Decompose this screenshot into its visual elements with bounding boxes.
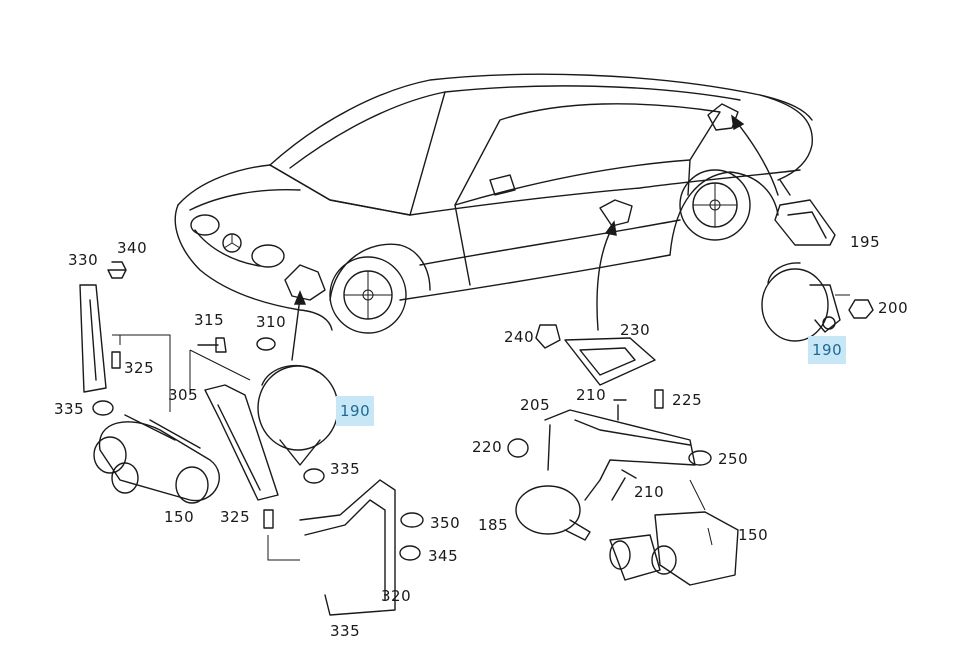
callout-240: 240 (504, 328, 534, 346)
callout-150-right: 150 (738, 526, 768, 544)
right-assembly (761, 199, 874, 342)
highlight-190-left (336, 396, 374, 426)
callout-195: 195 (850, 233, 880, 251)
callout-310: 310 (256, 313, 286, 331)
callout-210b: 210 (634, 483, 664, 501)
callout-220: 220 (472, 438, 502, 456)
highlight-190-right (808, 336, 846, 364)
callout-340: 340 (117, 239, 147, 257)
callout-185: 185 (478, 516, 508, 534)
callout-320: 320 (381, 587, 411, 605)
callout-225: 225 (672, 391, 702, 409)
callout-230: 230 (620, 321, 650, 339)
callout-190-left: 190 (340, 402, 370, 420)
callout-335c: 335 (330, 622, 360, 640)
left-assembly (79, 261, 424, 616)
callout-200: 200 (878, 299, 908, 317)
callout-330: 330 (68, 251, 98, 269)
callout-250: 250 (718, 450, 748, 468)
callout-315: 315 (194, 311, 224, 329)
callout-335b: 335 (330, 460, 360, 478)
callout-150-left: 150 (164, 508, 194, 526)
middle-assembly (507, 324, 739, 586)
car-outline (174, 73, 813, 334)
callout-325: 325 (124, 359, 154, 377)
callout-325b: 325 (220, 508, 250, 526)
pointer-arrows (291, 114, 779, 361)
callout-350: 350 (430, 514, 460, 532)
callout-305: 305 (168, 386, 198, 404)
callout-345: 345 (428, 547, 458, 565)
callout-205: 205 (520, 396, 550, 414)
callout-190-right: 190 (812, 341, 842, 359)
callout-210: 210 (576, 386, 606, 404)
callout-335: 335 (54, 400, 84, 418)
